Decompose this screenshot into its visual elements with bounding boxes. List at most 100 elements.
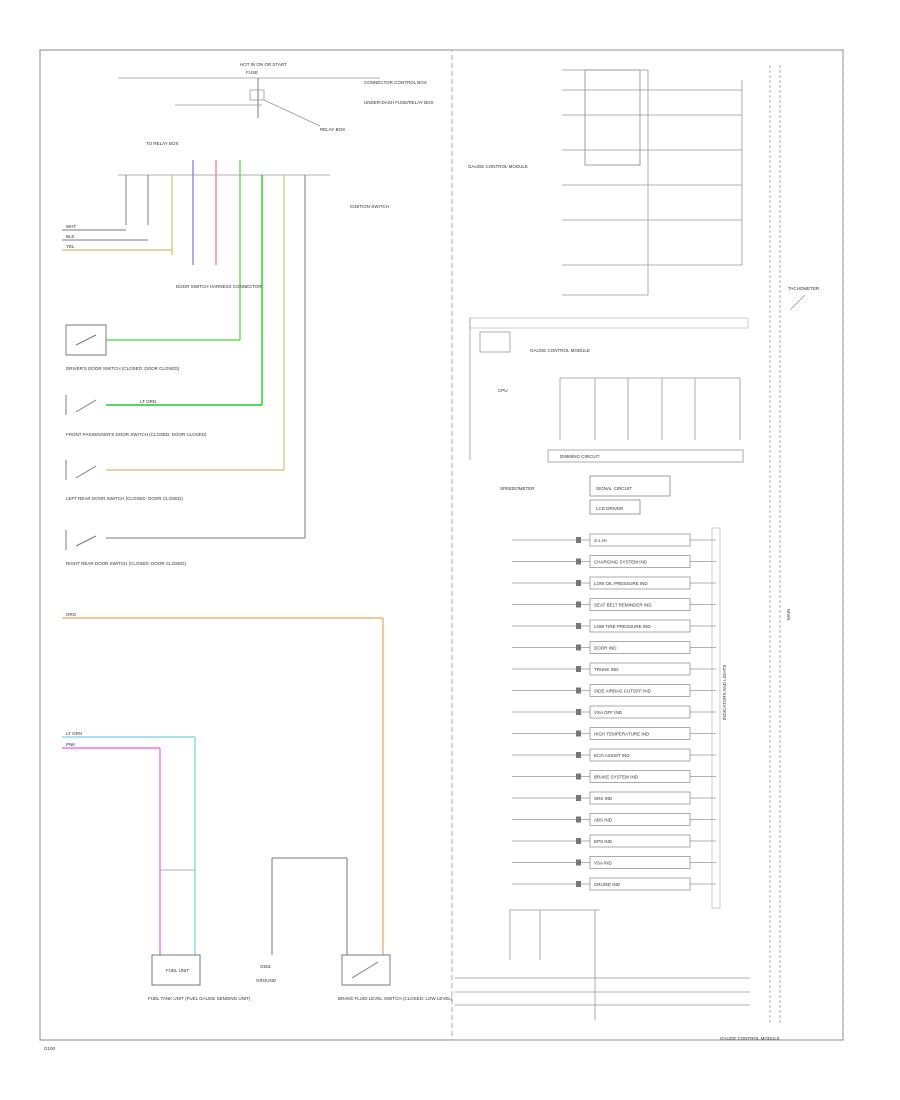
fuse-box-label: CONNECTOR CONTROL BOX — [364, 80, 427, 85]
wire-label-ltgrn-2: LT GRN — [66, 731, 82, 736]
left-rear-door-switch: LEFT REAR DOOR SWITCH (CLOSED: DOOR CLOS… — [65, 460, 284, 501]
indicator-connector — [576, 838, 581, 844]
indicator-connector — [576, 730, 581, 737]
indicator-box — [589, 555, 691, 568]
indicator-label: VSA IND — [594, 861, 613, 866]
indicator-label: S-L HI — [594, 538, 607, 543]
indicators-bracket — [711, 527, 721, 909]
gauge-assembly-label: GAUGE CONTROL MODULE — [530, 348, 590, 353]
indicator-box — [589, 641, 691, 654]
wire-label-ltgrn: LT GRN — [140, 399, 156, 404]
indicator-connector — [576, 816, 581, 823]
relay-label: RELAY BOX — [320, 127, 345, 132]
signal-circuit-box — [589, 475, 671, 497]
door-switch-harness-label: DOOR SWITCH HARNESS CONNECTOR — [176, 284, 262, 289]
indicator-label: CHARGING SYSTEM IND — [594, 560, 648, 565]
indicator-label: ECO ASSIST IND — [594, 753, 630, 758]
indicator-box — [589, 705, 691, 719]
indicator-connector — [576, 709, 581, 715]
dimming-circuit-label: DIMMING CIRCUIT — [560, 454, 600, 459]
indicator-label: TRUNK IND — [594, 667, 619, 672]
wire-label-blk: BLK — [66, 234, 75, 239]
signal-circuit-label: SIGNAL CIRCUIT — [596, 486, 632, 491]
indicator-box — [589, 791, 691, 805]
dimming-circuit-box — [547, 449, 744, 463]
relay-block: GAUGE CONTROL MODULE — [468, 69, 743, 296]
driver-door-switch: DRIVER'S DOOR SWITCH (CLOSED: DOOR CLOSE… — [65, 324, 240, 371]
indicator-connector — [576, 537, 581, 543]
fuse-label: FUSE — [246, 70, 258, 75]
switch-conn-label: TO RELAY BOX — [146, 141, 179, 146]
indicator-connector — [576, 752, 581, 758]
brake-fluid-label: BRAKE FLUID LEVEL SWITCH (CLOSED: LOW LE… — [338, 996, 453, 1001]
wire-label-yel: YEL — [66, 244, 75, 249]
indicator-connector — [576, 623, 581, 629]
indicator-box — [589, 576, 691, 590]
indicator-list: S-L HI CHARGING SYSTEM IND LOW OIL PRESSUR… — [512, 533, 716, 891]
indicator-connector — [576, 881, 581, 887]
indicator-label: DOOR IND — [594, 646, 617, 651]
indicator-box — [589, 856, 691, 869]
indicator-box — [589, 684, 691, 697]
indicator-connector — [576, 666, 581, 672]
indicator-label: EPS IND — [594, 839, 613, 844]
indicator-label: BRAKE SYSTEM IND — [594, 775, 639, 780]
indicator-label: SEAT BELT REMINDER IND — [594, 603, 652, 608]
speedometer-label: SPEEDOMETER — [500, 486, 535, 491]
lcd-driver-label: LCD DRIVER — [596, 506, 624, 511]
indicator-box — [589, 834, 691, 848]
gauge-assembly-frame — [469, 317, 749, 329]
fuel-tank-unit — [151, 954, 201, 986]
page-border — [39, 49, 844, 1041]
fuel-unit-label: FUEL TANK UNIT (FUEL GAUGE SENDING UNIT) — [148, 996, 251, 1001]
brake-fluid-level-switch — [341, 954, 391, 986]
indicator-label: ABS IND — [594, 818, 613, 823]
indicator-box — [589, 533, 691, 547]
indicator-connector — [576, 580, 581, 586]
front-passenger-door-switch: LT GRN FRONT PASSENGER'S DOOR SWITCH (CL… — [65, 395, 262, 437]
indicator-connector — [576, 644, 581, 651]
indicator-connector — [576, 558, 581, 565]
gauge-control-bottom-label: GAUGE CONTROL MODULE — [720, 1036, 780, 1041]
indicator-box — [589, 770, 691, 783]
indicator-box — [589, 727, 691, 740]
indicator-label: SIDE AIRBAG CUTOFF IND — [594, 689, 652, 694]
indicators-label: INDICATORS AND LIGHTS — [722, 665, 727, 720]
right-rear-door-label: RIGHT REAR DOOR SWITCH (CLOSED: DOOR CLO… — [66, 561, 186, 566]
under-dash-label: UNDER-DASH FUSE/RELAY BOX — [364, 100, 434, 105]
wire-label-pnk: PNK — [66, 742, 75, 747]
ignition-switch-label: IGNITION SWITCH — [350, 204, 389, 209]
indicator-label: HIGH TEMPERATURE IND — [594, 732, 650, 737]
indicator-label: CRUISE IND — [594, 882, 621, 887]
left-rear-door-label: LEFT REAR DOOR SWITCH (CLOSED: DOOR CLOS… — [66, 496, 183, 501]
indicator-box — [589, 662, 691, 676]
control-module-border — [451, 49, 844, 1041]
lcd-driver-box — [589, 499, 641, 515]
driver-door-label: DRIVER'S DOOR SWITCH (CLOSED: DOOR CLOSE… — [66, 366, 180, 371]
indicator-label: VSA OFF IND — [594, 710, 623, 715]
wire-label-org: ORG — [66, 612, 77, 617]
indicator-label: LOW OIL PRESSURE IND — [594, 581, 648, 586]
front-passenger-door-label: FRONT PASSENGER'S DOOR SWITCH (CLOSED: D… — [66, 432, 207, 437]
right-rear-door-switch: RIGHT REAR DOOR SWITCH (CLOSED: DOOR CLO… — [65, 530, 305, 566]
ground-label-ground: GROUND — [256, 978, 277, 983]
indicator-box — [589, 619, 691, 633]
indicator-label: SRS IND — [594, 796, 613, 801]
wire-label-wht: WHT — [66, 224, 76, 229]
indicator-box — [589, 748, 691, 762]
hot-feed-label: HOT IN ON OR START — [240, 62, 287, 67]
main-label: MAIN — [786, 609, 791, 620]
indicator-box — [589, 813, 691, 826]
top-connector-pins — [125, 160, 306, 538]
indicator-label: LOW TIRE PRESSURE IND — [594, 624, 651, 629]
ground-label: G100 — [44, 1046, 56, 1051]
indicator-box — [589, 598, 691, 611]
indicator-connector — [576, 601, 581, 608]
cpu-label: CPU — [498, 388, 508, 393]
indicator-connector — [576, 795, 581, 801]
gauge-control-label: GAUGE CONTROL MODULE — [468, 164, 528, 169]
indicator-box — [589, 877, 691, 891]
indicator-connector — [576, 773, 581, 780]
tachometer-label: TACHOMETER — [788, 286, 820, 291]
